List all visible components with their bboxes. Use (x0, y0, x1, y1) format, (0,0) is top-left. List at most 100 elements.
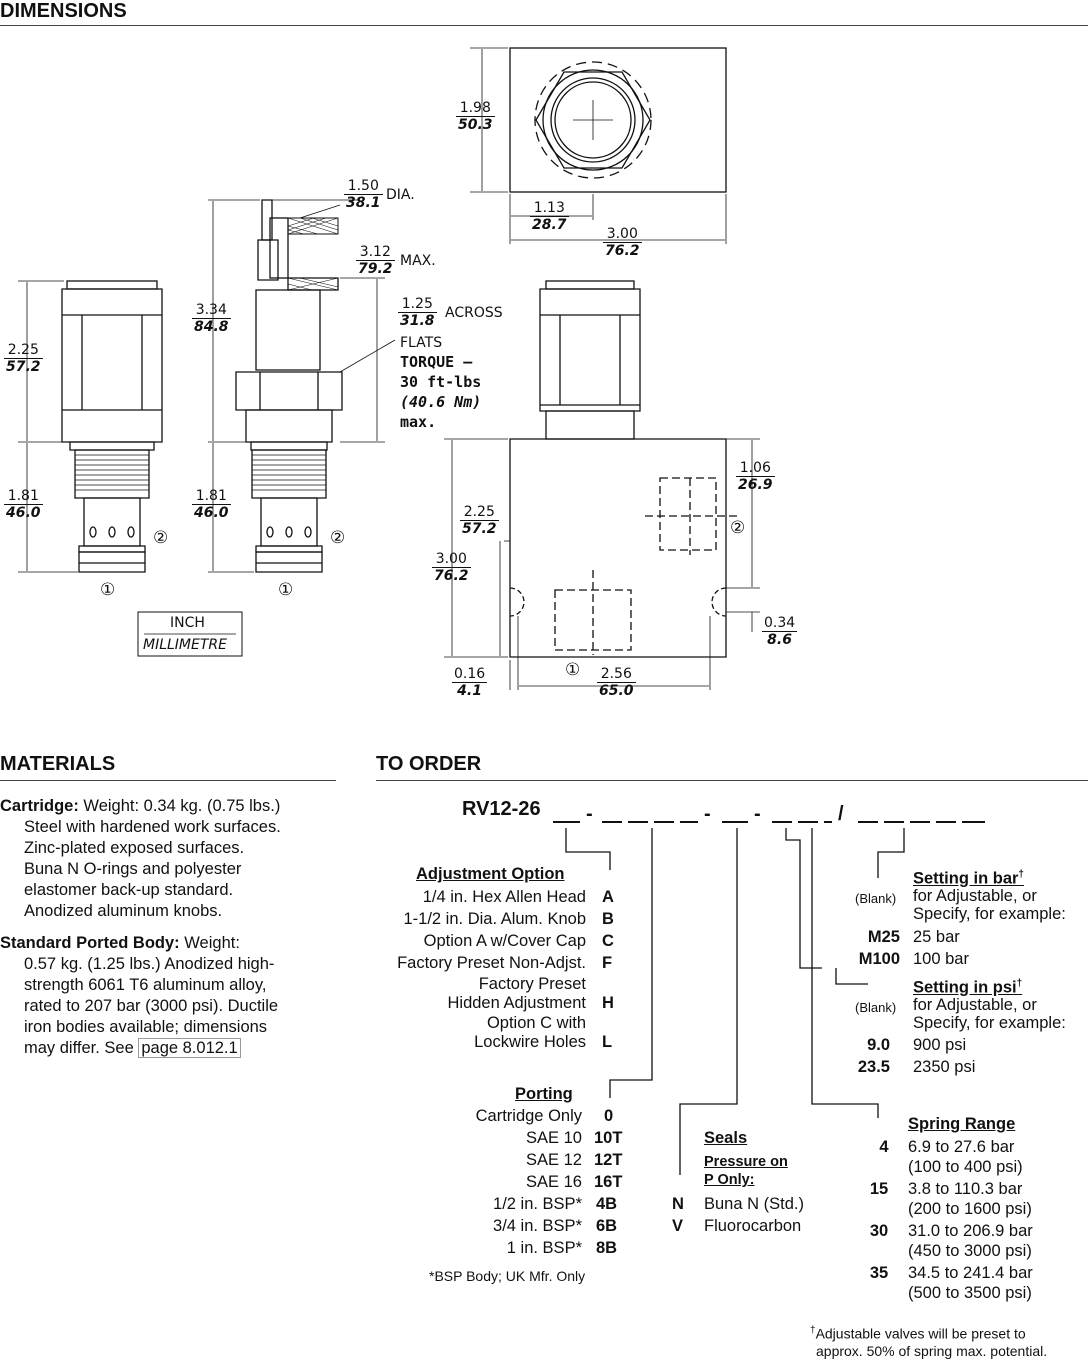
body-top-view (509, 47, 727, 193)
seals-title: Seals (704, 1129, 748, 1147)
psi-label: 2350 psi (913, 1058, 976, 1076)
body-front-view (509, 280, 740, 658)
max-label: MAX. (400, 253, 436, 269)
port-1-marker: ① (100, 580, 116, 599)
adj-label: Option A w/Cover Cap (423, 932, 586, 950)
blank-label: (Blank) (855, 891, 897, 906)
setting-bar-title: Setting in bar† (913, 869, 1024, 888)
bsp-note: *BSP Body; UK Mfr. Only (429, 1268, 586, 1284)
model-code: RV12-26 (462, 798, 541, 820)
port-2-marker-c: ② (730, 518, 746, 537)
torque-max: max. (400, 413, 437, 431)
svg-text:/: / (838, 803, 844, 825)
materials-heading: MATERIALS (0, 753, 116, 775)
svg-text:-: - (586, 803, 593, 825)
across-label: ACROSS (445, 305, 503, 321)
adj-label: Factory Preset (478, 975, 586, 993)
port-code: 12T (594, 1151, 623, 1169)
blank-label-psi: (Blank) (855, 1000, 897, 1015)
psi-labels: 900 psi 2350 psi (913, 1035, 975, 1078)
port-code: 6B (596, 1217, 618, 1235)
port-2-marker-b: ② (330, 528, 346, 547)
port-label: SAE 10 (526, 1129, 582, 1147)
seal-label: Fluorocarbon (704, 1217, 802, 1235)
cartridge-knob-view (235, 199, 343, 573)
dimensions-heading: DIMENSIONS (0, 0, 127, 22)
port-code: 4B (596, 1195, 618, 1213)
port-label: 1 in. BSP* (506, 1239, 582, 1257)
adj-label: Option C with (486, 1014, 586, 1032)
bar-label: 25 bar (913, 928, 960, 946)
port-label: SAE 16 (526, 1173, 582, 1191)
port-code: 16T (594, 1173, 623, 1191)
dia-label: DIA. (386, 187, 415, 203)
adj-code: B (602, 910, 614, 928)
spring-range-title: Spring Range (908, 1115, 1016, 1133)
legend-inch: INCH (170, 615, 205, 631)
adj-code: L (602, 1033, 613, 1051)
port-code: 8B (596, 1239, 618, 1257)
adj-label: 1-1/2 in. Dia. Alum. Knob (403, 910, 586, 928)
seal-labels: Buna N (Std.) Fluorocarbon (704, 1194, 804, 1237)
materials-body: Standard Ported Body: Weight: 0.57 kg. (… (0, 934, 279, 1058)
torque-value: 30 ft-lbs (400, 373, 482, 391)
svg-text:-: - (754, 803, 761, 825)
adj-code: H (602, 994, 614, 1012)
bar-codes: M25 M100 (820, 927, 900, 970)
adj-code: F (602, 954, 613, 972)
porting-codes: 0 10T 12T 16T 4B 6B 8B (594, 1106, 622, 1259)
adj-label: Factory Preset Non-Adjst. (397, 954, 586, 972)
psi-label: 900 psi (913, 1036, 967, 1054)
psi-code: 23.5 (857, 1058, 890, 1076)
bar-code: M100 (858, 950, 900, 968)
cartridge-side-view (61, 280, 163, 573)
to-order-heading: TO ORDER (376, 753, 482, 775)
port-label: 3/4 in. BSP* (493, 1217, 582, 1235)
setting-psi-title: Setting in psi† (913, 978, 1023, 997)
port-2-marker: ② (153, 528, 169, 547)
seal-code: V (672, 1217, 684, 1235)
flats-label: FLATS (400, 335, 443, 351)
seal-label: Buna N (Std.) (704, 1195, 804, 1213)
seal-code: N (672, 1195, 684, 1213)
adj-label: Lockwire Holes (474, 1033, 586, 1051)
port-1-marker-b: ① (278, 580, 294, 599)
port-label: 1/2 in. BSP* (493, 1195, 582, 1213)
torque-metric: (40.6 Nm) (400, 393, 482, 411)
port-label: SAE 12 (526, 1151, 582, 1169)
legend-millimetre: MILLIMETRE (143, 637, 227, 653)
dimension-drawings (18, 47, 760, 690)
adjustment-title: Adjustment Option (416, 865, 565, 883)
psi-codes: 9.0 23.5 (820, 1035, 890, 1078)
bar-code: M25 (867, 928, 900, 946)
adjustment-labels: 1/4 in. Hex Allen Head 1-1/2 in. Dia. Al… (360, 887, 586, 1052)
psi-code: 9.0 (867, 1036, 890, 1054)
page-link[interactable]: page 8.012.1 (138, 1038, 241, 1058)
port-code: 10T (594, 1129, 623, 1147)
port-1-marker-c: ① (565, 660, 581, 679)
port-code: 0 (604, 1107, 614, 1125)
seal-codes: N V (672, 1194, 684, 1237)
bar-label: 100 bar (913, 950, 969, 968)
adj-code: A (602, 888, 614, 906)
torque-label: TORQUE – (400, 353, 473, 371)
svg-text:-: - (704, 803, 711, 825)
materials-cartridge: Cartridge: Weight: 0.34 kg. (0.75 lbs.) … (0, 797, 281, 920)
